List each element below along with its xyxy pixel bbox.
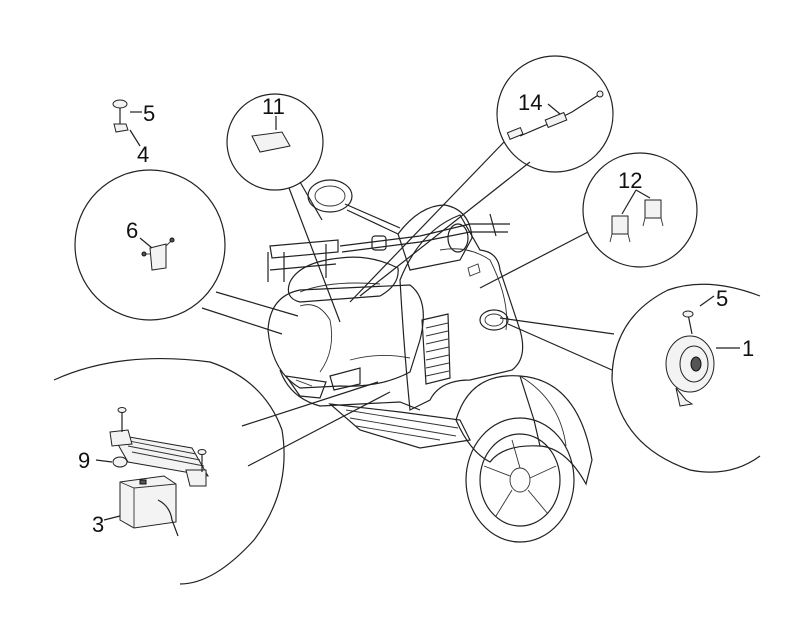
part-3-battery [119, 475, 177, 529]
detail-circle-1 [499, 283, 761, 473]
callout-5-horn: 5 [716, 286, 728, 311]
rear-rack [269, 239, 339, 259]
part-11-module [251, 131, 291, 153]
callout-4: 4 [137, 142, 149, 167]
part-9-nut [112, 456, 128, 468]
front-fender [455, 375, 593, 486]
callout-9: 9 [78, 448, 90, 473]
handlebar [339, 223, 510, 247]
callout-14: 14 [518, 90, 542, 115]
scooter-body [267, 179, 593, 543]
callout-3: 3 [92, 512, 104, 537]
callout-5-top: 5 [143, 101, 155, 126]
detail-circle-11 [226, 93, 341, 323]
front-wheel [465, 417, 575, 543]
callout-12: 12 [618, 168, 642, 193]
side-panel [267, 284, 424, 389]
horn-opening [479, 309, 509, 331]
detail-circle-battery [53, 357, 391, 585]
detail-circle-6 [74, 169, 299, 335]
battery-strap [111, 433, 209, 477]
fastener-5-4 [112, 99, 142, 147]
leg-shield [399, 214, 524, 411]
callout-6: 6 [126, 218, 138, 243]
part-12-relay-b [644, 199, 662, 219]
part-4-nut [113, 123, 129, 133]
detail-circle-12 [479, 152, 698, 289]
callout-1: 1 [742, 336, 754, 361]
part-5-screw [112, 99, 128, 109]
seat [287, 256, 399, 303]
detail-circle-14 [349, 55, 614, 303]
callout-11: 11 [262, 94, 285, 119]
floorboard [328, 403, 471, 449]
front-grille [421, 313, 451, 385]
callout-labels: 5 4 11 14 12 6 5 1 9 3 [78, 90, 754, 537]
part-12-relay-a [611, 215, 629, 235]
part-6-flasher [149, 243, 167, 271]
